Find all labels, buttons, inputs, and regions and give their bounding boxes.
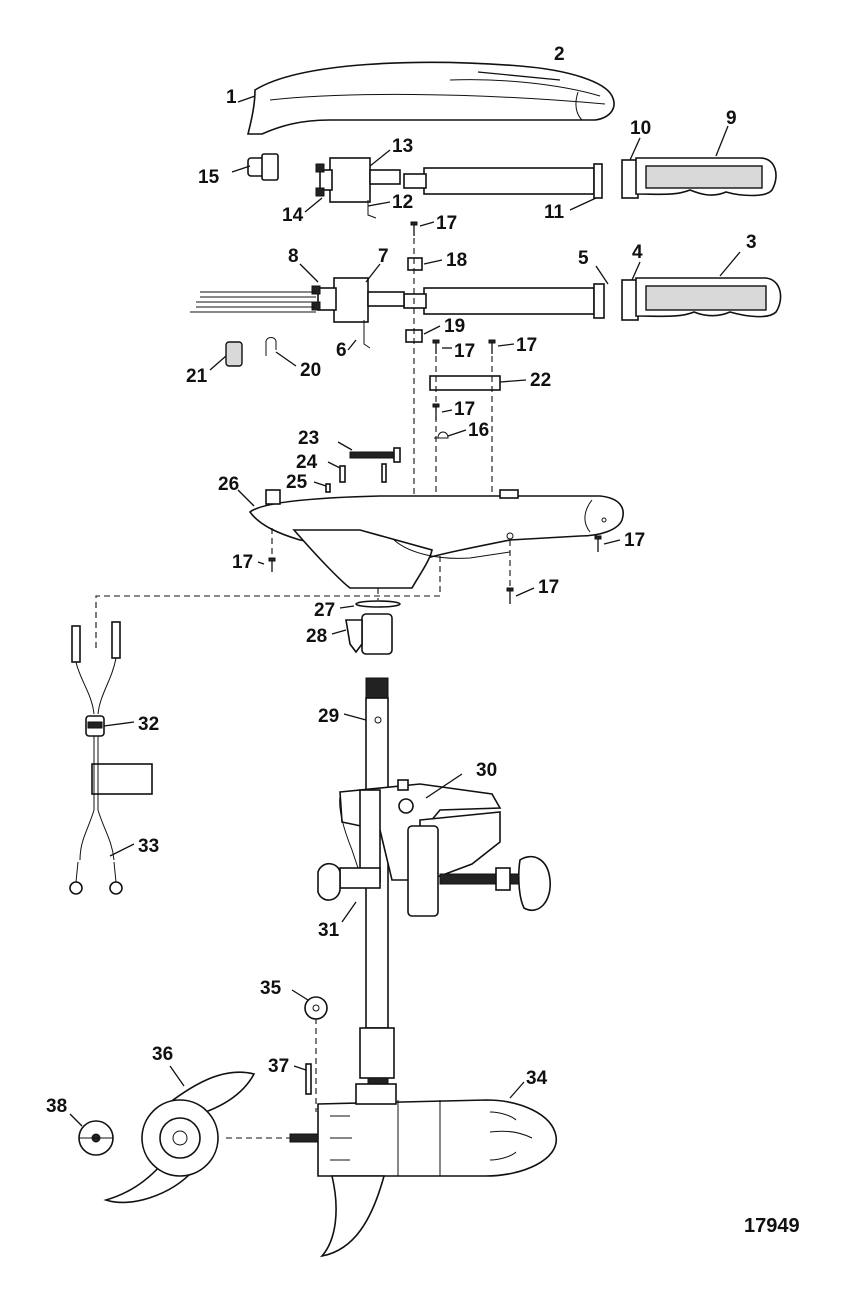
callout-26: 26 xyxy=(218,474,239,495)
callout-17e: 17 xyxy=(232,552,253,573)
part-15-connector xyxy=(247,153,279,181)
callout-37: 37 xyxy=(268,1056,289,1077)
part-37-pin xyxy=(305,1063,312,1095)
part-23-bolt xyxy=(349,447,401,483)
callout-14: 14 xyxy=(282,205,304,226)
callout-19: 19 xyxy=(444,316,465,337)
part-20-clip xyxy=(265,337,277,356)
callout-17d: 17 xyxy=(454,399,475,420)
part-38-prop-nut xyxy=(78,1120,114,1156)
part-3-handle-assembly xyxy=(403,277,782,321)
callout-17b: 17 xyxy=(454,341,475,362)
callout-22: 22 xyxy=(530,370,551,391)
callout-33: 33 xyxy=(138,836,159,857)
callout-38: 38 xyxy=(46,1096,67,1117)
part-32-33-battery-leads xyxy=(69,621,153,895)
part-21-connector xyxy=(225,341,243,367)
callout-2: 2 xyxy=(554,44,565,65)
callout-28: 28 xyxy=(306,626,327,647)
callout-36: 36 xyxy=(152,1044,173,1065)
figure-number: 17949 xyxy=(744,1215,800,1237)
part-28-collar xyxy=(345,613,393,655)
part-13-14-switch xyxy=(315,157,401,219)
callout-34: 34 xyxy=(526,1068,548,1089)
callout-17f: 17 xyxy=(624,530,645,551)
part-36-propeller xyxy=(103,1071,256,1204)
part-35-nut xyxy=(304,996,328,1020)
callout-1: 1 xyxy=(226,87,237,108)
callout-18: 18 xyxy=(446,250,467,271)
callout-30: 30 xyxy=(476,760,497,781)
callout-20: 20 xyxy=(300,360,321,381)
part-25-pin xyxy=(325,483,331,493)
callout-25: 25 xyxy=(286,472,308,493)
part-26-head-housing xyxy=(248,489,624,589)
callout-17g: 17 xyxy=(538,577,559,598)
callout-24: 24 xyxy=(296,452,318,473)
callout-31: 31 xyxy=(318,920,340,941)
part-16-clip xyxy=(434,431,449,439)
callout-23: 23 xyxy=(298,428,319,449)
callout-8: 8 xyxy=(288,246,299,267)
part-17-screws-housing xyxy=(268,535,602,604)
part-22-plate xyxy=(429,375,501,391)
part-24-pin xyxy=(339,465,346,483)
part-29-shaft xyxy=(359,677,395,1109)
part-7-8-switch xyxy=(190,277,405,349)
callout-17a: 17 xyxy=(436,213,457,234)
part-18-clip xyxy=(407,257,423,271)
callout-11: 11 xyxy=(544,202,565,223)
callout-9: 9 xyxy=(726,108,737,129)
callout-15: 15 xyxy=(198,167,220,188)
callout-12: 12 xyxy=(392,192,413,213)
callout-32: 32 xyxy=(138,714,159,735)
alignment-lines xyxy=(95,238,511,1139)
callout-27: 27 xyxy=(314,600,335,621)
part-30-clamp-bracket xyxy=(317,779,551,917)
part-27-washer xyxy=(355,600,401,608)
callout-7: 7 xyxy=(378,246,389,267)
part-17-screw xyxy=(410,221,418,236)
callout-10: 10 xyxy=(630,118,651,139)
callout-16: 16 xyxy=(468,420,489,441)
part-9-handle-assembly xyxy=(403,157,777,199)
callout-4: 4 xyxy=(632,242,643,263)
callout-13: 13 xyxy=(392,136,413,157)
callout-21: 21 xyxy=(186,366,208,387)
callout-29: 29 xyxy=(318,706,339,727)
callout-5: 5 xyxy=(578,248,589,269)
callout-6: 6 xyxy=(336,340,347,361)
part-34-motor xyxy=(289,1083,557,1258)
part-1-top-cover xyxy=(246,61,615,135)
callout-3: 3 xyxy=(746,232,757,253)
callout-35: 35 xyxy=(260,978,282,999)
callout-17c: 17 xyxy=(516,335,537,356)
